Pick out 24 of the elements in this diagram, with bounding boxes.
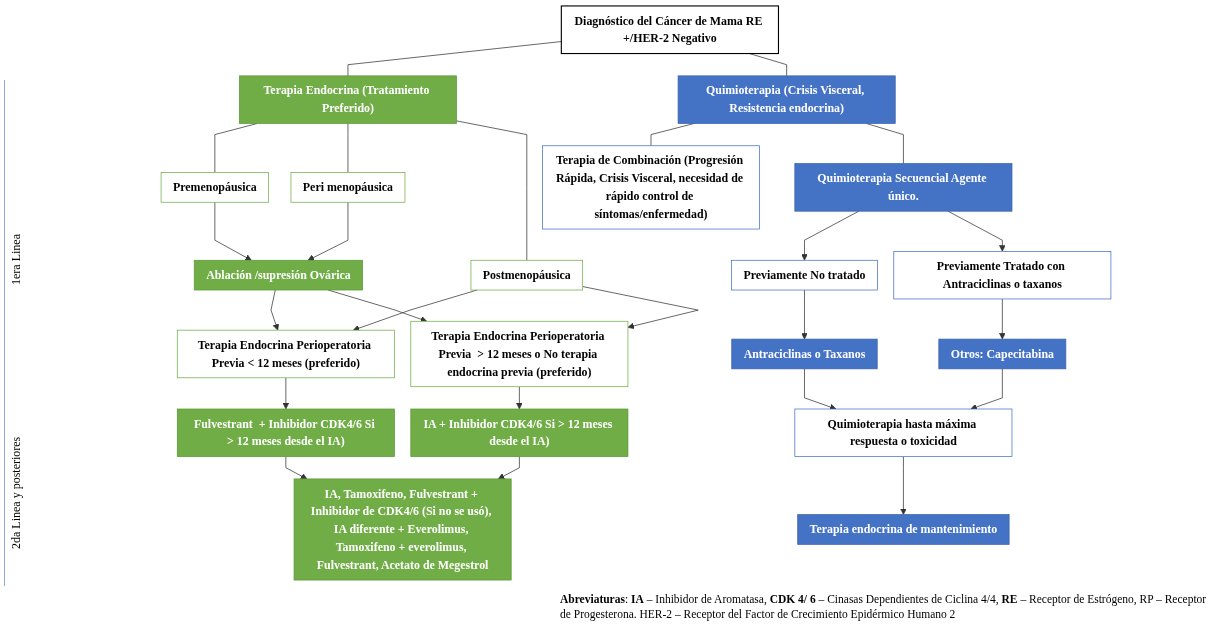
node-box: IA + Inhibidor CDK4/6 Si > 12 meses desde el IA) — [410, 408, 629, 457]
connector — [347, 41, 562, 77]
node-box: Premenopáusica — [160, 172, 269, 203]
node-box: IA, Tamoxifeno, Fulvestrant + Inhibidor de CDK4/6 (Si no se usó), IA diferente + Everolimus, Tamoxifeno + everolimus, Fulvestrant, Acetato de Megestrol — [293, 478, 512, 581]
node-box: Quimioterapia (Crisis Visceral, Resistencia endocrina) — [677, 75, 896, 124]
node-box: Postmenopáusica — [470, 259, 584, 291]
node-box: Quimioterapia hasta máxima respuesta o toxicidad — [794, 408, 1013, 457]
node-box: Previamente No tratado — [731, 259, 878, 291]
node-box: Fulvestrant + Inhibidor CDK4/6 Si > 12 meses desde el IA) — [176, 408, 395, 457]
node-box: Terapia de Combinación (Progresión Rápida, Crisis Visceral, necesidad de rápido control de síntomas/enfermedad) — [542, 145, 760, 230]
section-label: 2da Linea y posteriores — [4, 400, 24, 586]
node-box: Previamente Tratado con Antraciclinas o taxanos — [893, 251, 1112, 300]
caption: Abreviaturas: IA – Inhibidor de Aromatasa, CDK 4/ 6 – Cinasas Dependientes de Ciclina 4/4, RE – Receptor de Estrógeno, RP – Receptor de Progesterona. HER-2 – Receptor del Factor de Crecimiento Epidérmico Humano 2 — [560, 592, 1208, 622]
connector — [456, 120, 528, 261]
node-box: Peri menopáusica — [290, 172, 406, 203]
node-box: Quimioterapia Secuencial Agente único. — [794, 163, 1013, 212]
node-box: Terapia endocrina de mantenimiento — [797, 514, 1010, 545]
node-box: Antraciclinas o Taxanos — [731, 338, 878, 370]
node-box: Otros: Capecitabina — [938, 338, 1067, 370]
node-box: Terapia Endocrina Perioperatoria Previa > 12 meses o No terapia endocrina previa (preferido) — [410, 320, 629, 388]
node-box: Diagnóstico del Cáncer de Mama RE +/HER-2 Negativo — [560, 5, 780, 55]
node-box: Ablación /supresión Ovárica — [193, 259, 363, 291]
node-box: Terapia Endocrina Perioperatoria Previa < 12 meses (preferido) — [176, 329, 395, 379]
node-box: Terapia Endocrina (Tratamiento Preferido) — [239, 75, 457, 124]
